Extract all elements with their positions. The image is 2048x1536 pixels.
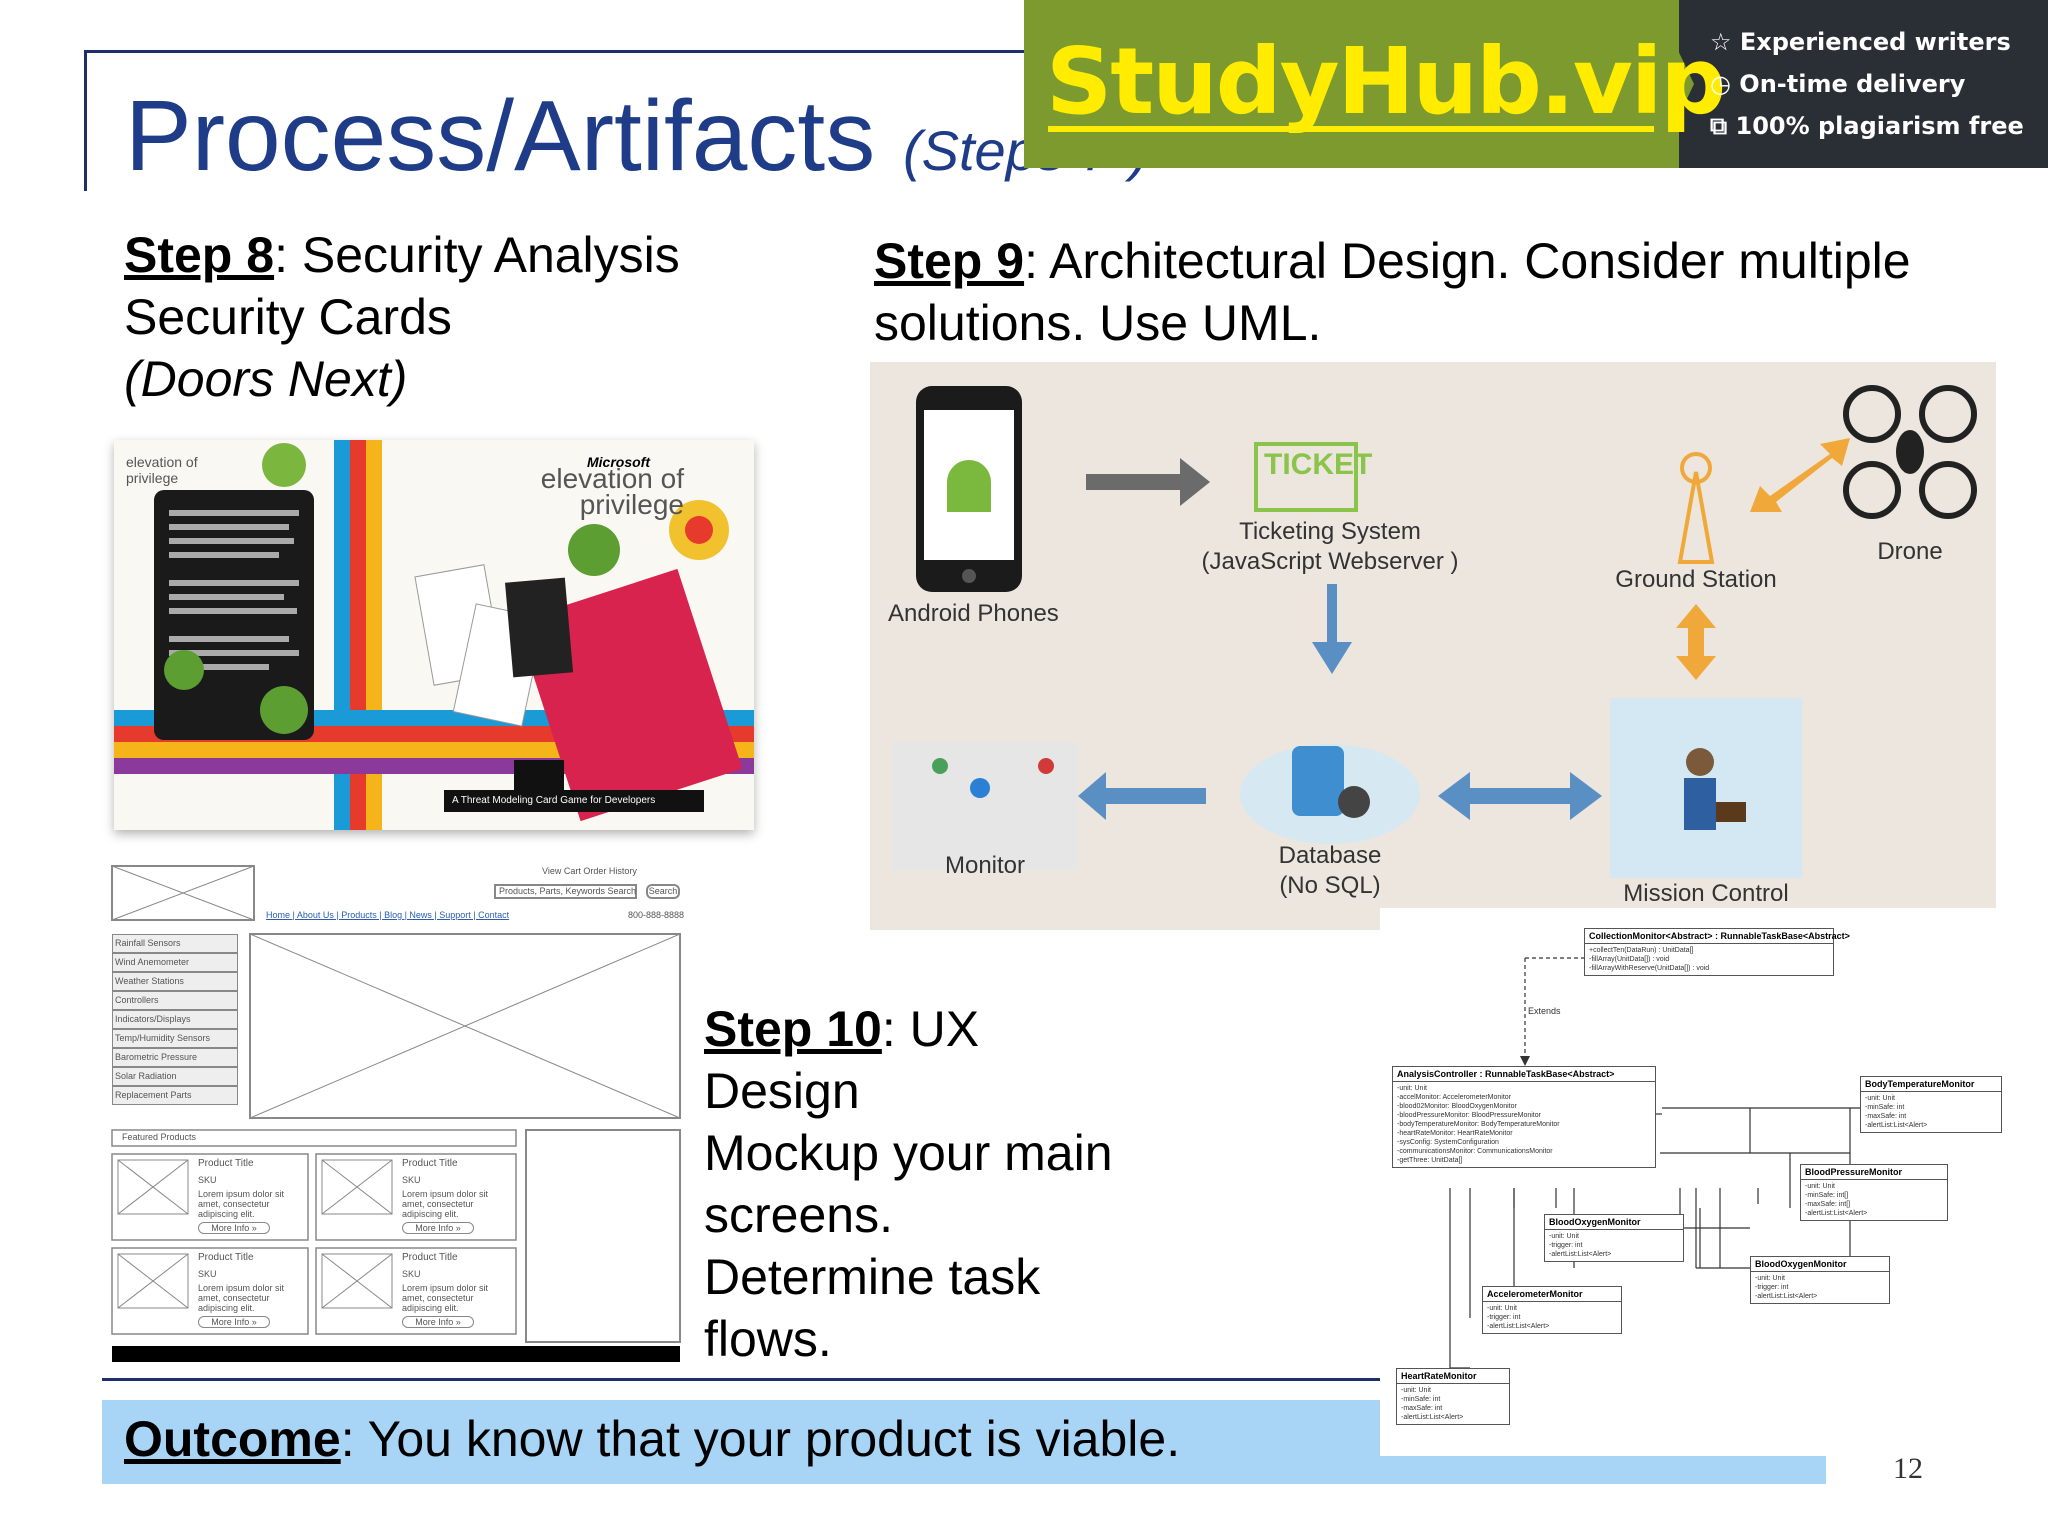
uml-class-diagram: CollectionMonitor<Abstract> : RunnableTa…	[1380, 908, 2020, 1456]
title-bracket	[84, 50, 1047, 191]
step9-text: Step 9: Architectural Design. Consider m…	[874, 230, 1911, 354]
monitor-label: Monitor	[944, 852, 1026, 879]
eop-subtitle: A Threat Modeling Card Game for Develope…	[452, 795, 656, 806]
wf-product-card: Product Title SKU Lorem ipsum dolor sit …	[198, 1252, 285, 1328]
wf-category: Controllers	[112, 991, 238, 1010]
wireframe-lines	[111, 865, 681, 1362]
step8-text: Step 8: Security Analysis Security Cards…	[124, 224, 680, 410]
star-icon: ☆	[1710, 28, 1740, 56]
wf-nav: Home | About Us | Products | Blog | News…	[266, 910, 510, 920]
step8-line3: (Doors Next)	[124, 351, 408, 407]
wf-product-card: Product Title SKU Lorem ipsum dolor sit …	[198, 1158, 285, 1234]
step10-text: Step 10: UX Design Mockup your main scre…	[704, 1001, 1113, 1367]
wf-more-info-button: More Info »	[198, 1222, 270, 1234]
microsoft-logo: Microsoft	[587, 454, 650, 470]
wf-category: Barometric Pressure	[112, 1048, 238, 1067]
banner-dark-panel	[1679, 0, 2048, 168]
wf-category: Indicators/Displays	[112, 1010, 238, 1029]
step10-label: Step 10	[704, 1001, 882, 1057]
step9-label: Step 9	[874, 233, 1025, 289]
clock-icon: ◷	[1710, 70, 1740, 98]
outcome-label: Outcome	[124, 1411, 341, 1467]
mission-control-label: Mission Control	[1623, 880, 1789, 907]
uml-heart-rate-monitor: HeartRateMonitor -unit: Unit -minSafe: i…	[1396, 1368, 1510, 1425]
architecture-diagram: TICKET Android Phones Ticketing System (…	[870, 362, 1996, 930]
security-cards-art	[114, 440, 754, 830]
step8-line2: Security Cards	[124, 289, 452, 345]
security-cards-image: Microsoft elevation of privilege elevati…	[114, 440, 754, 830]
wf-category: Rainfall Sensors	[112, 934, 238, 953]
page-number: 12	[1893, 1452, 1923, 1485]
outcome-text: Outcome: You know that your product is v…	[124, 1411, 1181, 1467]
wf-featured-label: Featured Products	[122, 1132, 197, 1142]
wf-search-button: Search	[646, 884, 680, 899]
uml-blood-oxygen-monitor-2: BloodOxygenMonitor -unit: Unit -trigger:…	[1750, 1256, 1890, 1304]
ticket-icon: TICKET	[1264, 448, 1373, 481]
uml-body-temperature-monitor: BodyTemperatureMonitor -unit: Unit -minS…	[1860, 1076, 2002, 1133]
brand-logo[interactable]: StudyHub.vip	[1046, 28, 1726, 135]
perk-delivery: ◷ On-time delivery	[1710, 70, 1966, 98]
wf-top-links: View Cart Order History	[542, 866, 637, 876]
step8-label: Step 8	[124, 227, 275, 283]
database-sub-label: (No SQL)	[1279, 872, 1381, 899]
wf-more-info-button: More Info »	[402, 1316, 474, 1328]
drone-label: Drone	[1877, 538, 1943, 565]
ticketing-label: Ticketing System	[1239, 518, 1421, 545]
architecture-graphics	[892, 385, 1977, 878]
wf-more-info-button: More Info »	[402, 1222, 474, 1234]
uml-extends-label: Extends	[1528, 1006, 1561, 1016]
step9-line2: solutions. Use UML.	[874, 295, 1322, 351]
uml-blood-oxygen-monitor: BloodOxygenMonitor -unit: Unit -trigger:…	[1544, 1214, 1684, 1262]
perk-writers: ☆ Experienced writers	[1710, 28, 2011, 56]
wf-category: Weather Stations	[112, 972, 238, 991]
wf-more-info-button: More Info »	[198, 1316, 270, 1328]
title-text: Process/Artifacts	[125, 80, 876, 192]
perk-plagiarism: ⧉ 100% plagiarism free	[1710, 112, 2024, 140]
wf-product-card: Product Title SKU Lorem ipsum dolor sit …	[402, 1252, 489, 1328]
wf-category-list: Rainfall Sensors Wind Anemometer Weather…	[112, 934, 238, 1105]
wf-phone: 800-888-8888	[628, 910, 685, 920]
slide-title: Process/Artifacts (Steps 7-)	[125, 86, 1149, 186]
section-divider	[102, 1378, 1382, 1381]
studyhub-banner[interactable]: StudyHub.vip ☆ Experienced writers ◷ On-…	[1024, 0, 2048, 168]
banner-arrow	[1654, 0, 1694, 168]
ticketing-sub-label: (JavaScript Webserver )	[1201, 548, 1459, 575]
wf-category: Solar Radiation	[112, 1067, 238, 1086]
banner-green-panel	[1024, 0, 1679, 168]
android-label: Android Phones	[888, 600, 1059, 627]
ux-wireframe: View Cart Order History Products, Parts,…	[110, 862, 686, 1364]
wf-category: Temp/Humidity Sensors	[112, 1029, 238, 1048]
wf-category: Wind Anemometer	[112, 953, 238, 972]
ground-station-label: Ground Station	[1615, 566, 1777, 593]
copy-icon: ⧉	[1710, 112, 1736, 140]
eop-title: elevation of privilege	[540, 463, 684, 520]
uml-accelerometer-monitor: AccelerometerMonitor -unit: Unit -trigge…	[1482, 1286, 1622, 1334]
wf-product-card: Product Title SKU Lorem ipsum dolor sit …	[402, 1158, 489, 1234]
wf-search-input: Products, Parts, Keywords Search	[494, 884, 637, 899]
uml-collection-monitor: CollectionMonitor<Abstract> : RunnableTa…	[1584, 928, 1850, 976]
uml-connectors	[1449, 957, 1860, 1369]
wf-category: Replacement Parts	[112, 1086, 238, 1105]
eop-corner-text: elevation of privilege	[126, 454, 198, 486]
brand-underline	[1048, 126, 1654, 132]
uml-analysis-controller: AnalysisController : RunnableTaskBase<Ab…	[1392, 1066, 1656, 1168]
uml-blood-pressure-monitor: BloodPressureMonitor -unit: Unit -minSaf…	[1800, 1164, 1948, 1221]
database-label: Database	[1278, 842, 1382, 869]
